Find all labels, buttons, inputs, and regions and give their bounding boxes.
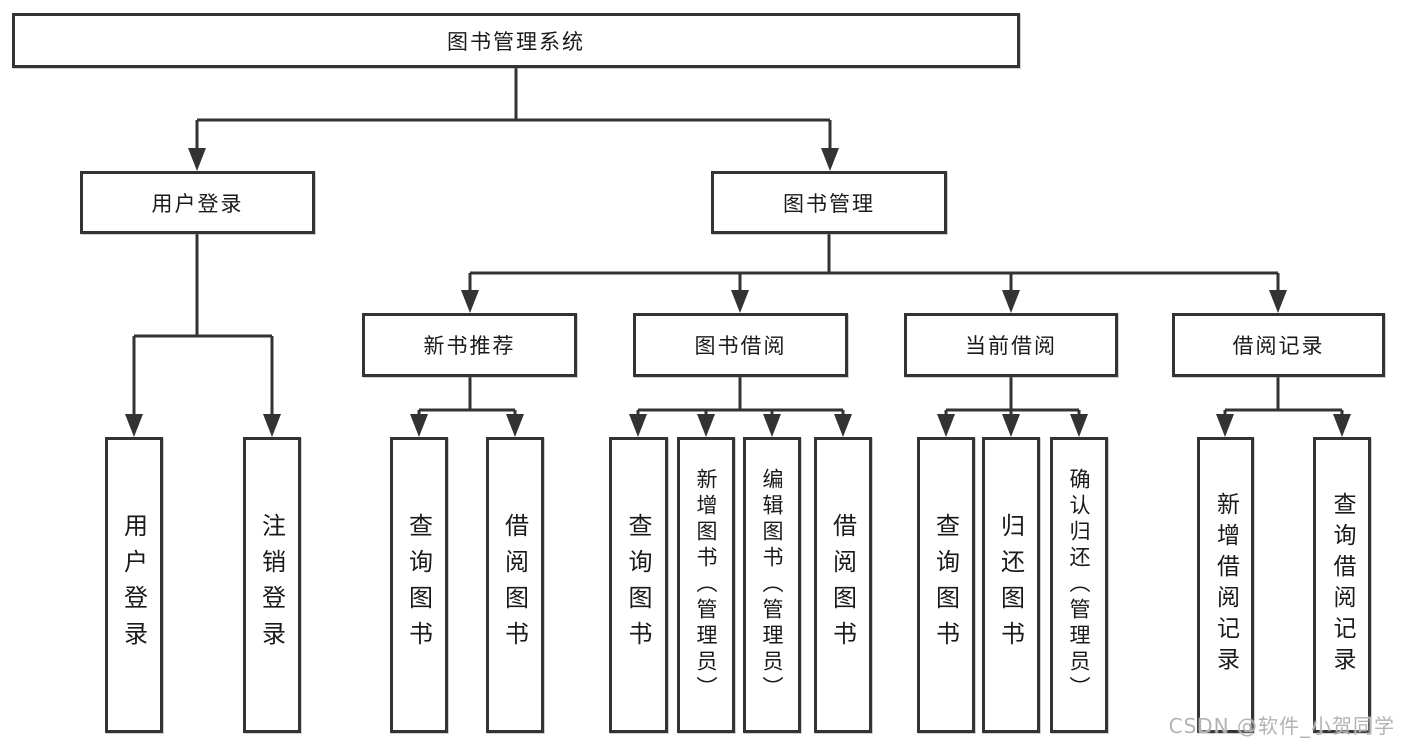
- node-current-borrow-label: 当前借阅: [965, 334, 1057, 358]
- node-borrow-records-label: 借阅记录: [1232, 334, 1325, 358]
- leaf-records-query-record: 查询借阅记录: [1313, 437, 1371, 733]
- node-user-login: 用户登录: [80, 171, 315, 234]
- leaf-records-add-record: 新增借阅记录: [1197, 437, 1254, 733]
- leaf-borrow-add-books-admin: 新增图书（管理员）: [677, 437, 735, 733]
- leaf-current-return-books: 归还图书: [982, 437, 1040, 733]
- node-root-system: 图书管理系统: [12, 13, 1020, 68]
- node-borrow-records: 借阅记录: [1172, 313, 1385, 377]
- leaf-borrow-edit-books-admin-label: 编辑图书（管理员）: [760, 468, 784, 702]
- csdn-watermark: CSDN @软件_小贺同学: [1168, 714, 1395, 738]
- leaf-borrow-add-books-admin-label: 新增图书（管理员）: [694, 468, 718, 702]
- node-book-borrow: 图书借阅: [633, 313, 848, 377]
- node-current-borrow: 当前借阅: [904, 313, 1118, 377]
- leaf-records-add-record-label: 新增借阅记录: [1212, 492, 1239, 678]
- leaf-borrow-borrow-books: 借阅图书: [814, 437, 872, 733]
- node-new-book-recommend: 新书推荐: [362, 313, 577, 377]
- node-root-label: 图书管理系统: [447, 29, 585, 54]
- node-book-borrow-label: 图书借阅: [694, 334, 787, 358]
- leaf-current-confirm-return-admin-label: 确认归还（管理员）: [1067, 468, 1091, 702]
- leaf-user-login: 用户登录: [105, 437, 163, 733]
- node-book-management: 图书管理: [711, 171, 947, 234]
- leaf-borrow-edit-books-admin: 编辑图书（管理员）: [743, 437, 801, 733]
- leaf-current-query-books: 查询图书: [917, 437, 975, 733]
- leaf-newrec-borrow-books: 借阅图书: [486, 437, 544, 733]
- leaf-newrec-query-books-label: 查询图书: [404, 513, 433, 657]
- leaf-borrow-query-books-label: 查询图书: [624, 513, 652, 657]
- leaf-logout-label: 注销登录: [257, 513, 286, 657]
- node-user-login-label: 用户登录: [151, 191, 244, 216]
- leaf-user-login-label: 用户登录: [119, 513, 148, 657]
- node-book-management-label: 图书管理: [783, 191, 875, 216]
- leaf-borrow-query-books: 查询图书: [609, 437, 668, 733]
- leaf-logout: 注销登录: [243, 437, 301, 733]
- leaf-records-query-record-label: 查询借阅记录: [1329, 492, 1355, 678]
- leaf-borrow-borrow-books-label: 借阅图书: [828, 513, 857, 657]
- leaf-current-confirm-return-admin: 确认归还（管理员）: [1050, 437, 1108, 733]
- leaf-current-return-books-label: 归还图书: [996, 513, 1025, 657]
- leaf-current-query-books-label: 查询图书: [931, 513, 960, 657]
- leaf-newrec-borrow-books-label: 借阅图书: [500, 513, 529, 657]
- node-new-book-recommend-label: 新书推荐: [423, 334, 516, 358]
- leaf-newrec-query-books: 查询图书: [390, 437, 448, 733]
